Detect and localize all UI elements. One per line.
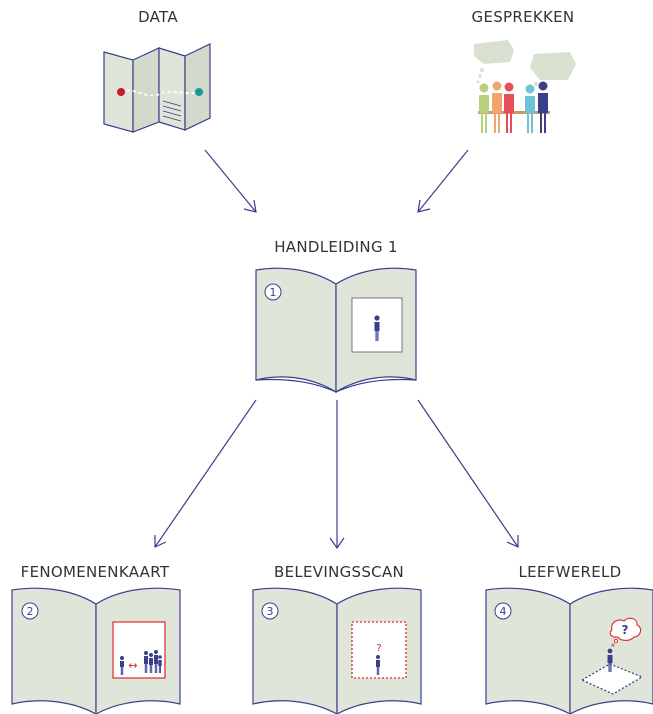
arrow-gesprekken-to-handleiding xyxy=(417,149,469,213)
belevingsscan-book: 3 ? xyxy=(252,587,422,714)
leefwereld-book: 4 ? xyxy=(485,587,653,714)
person-icon xyxy=(607,648,613,672)
arrow-to-leefwereld xyxy=(417,399,519,548)
book-number-2: 2 xyxy=(27,605,34,618)
question-mark: ? xyxy=(622,623,629,637)
fenomenenkaart-book: 2 ↔ xyxy=(11,587,181,714)
label-gesprekken: GESPREKKEN xyxy=(472,8,575,26)
question-mark: ? xyxy=(376,643,381,654)
arrow-to-fenomenenkaart xyxy=(154,399,257,548)
label-belevingsscan: BELEVINGSSCAN xyxy=(274,563,404,581)
label-data: DATA xyxy=(138,8,178,26)
label-leefwereld: LEEFWERELD xyxy=(518,563,621,581)
double-arrow-symbol: ↔ xyxy=(128,659,137,672)
folded-map-icon xyxy=(103,43,211,133)
book-number-4: 4 xyxy=(500,605,507,618)
group-of-people-icon xyxy=(144,650,162,673)
book-number-3: 3 xyxy=(267,605,274,618)
book-number-1: 1 xyxy=(270,286,277,299)
label-fenomenenkaart: FENOMENENKAART xyxy=(21,563,170,581)
person-icon xyxy=(119,656,124,675)
person-icon xyxy=(376,655,380,675)
thought-bubble-icon xyxy=(609,617,642,647)
handleiding-book: 1 xyxy=(255,267,417,394)
arrow-to-belevingsscan xyxy=(329,400,345,550)
people-conversation-icon xyxy=(474,40,576,133)
person-icon xyxy=(374,315,380,341)
arrow-data-to-handleiding xyxy=(204,149,257,213)
label-handleiding: HANDLEIDING 1 xyxy=(274,238,398,256)
